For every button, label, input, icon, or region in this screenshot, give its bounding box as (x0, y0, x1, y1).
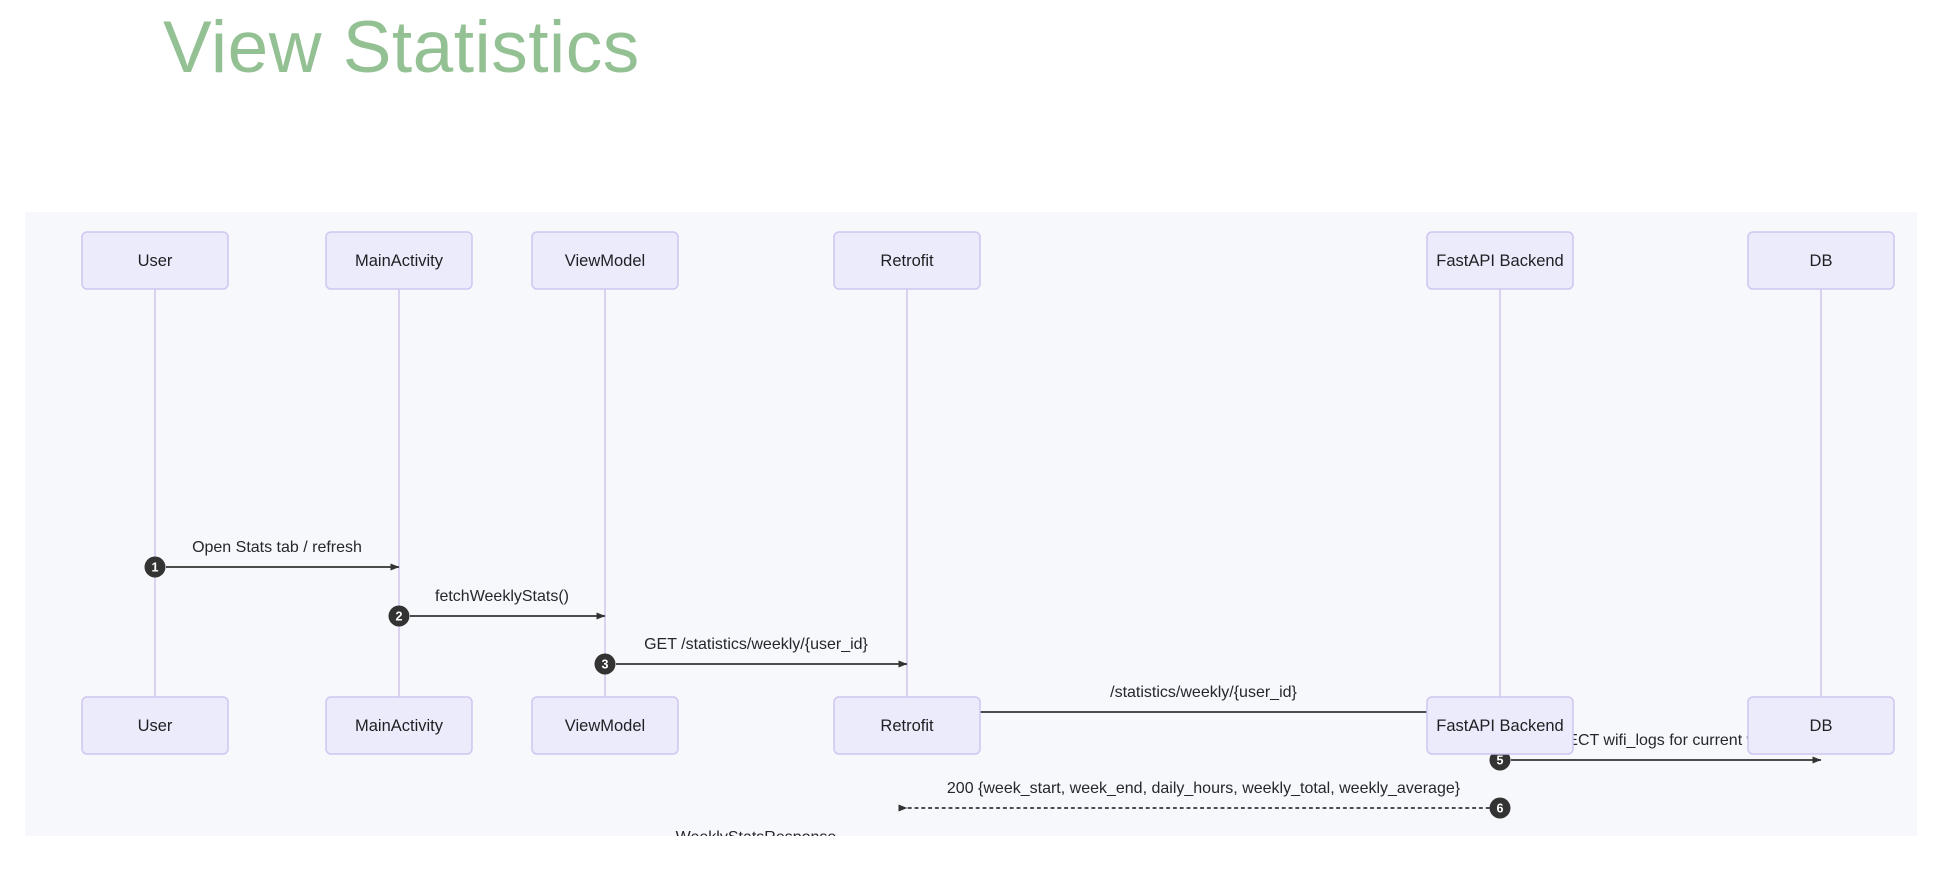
messages-group: Open Stats tab / refresh 1 fetchWeeklyStat… (144, 539, 1822, 836)
sequence-marker (1489, 797, 1511, 819)
participant-footer-boxes: User MainActivity ViewModel Retrofit FastAPI… (81, 696, 1895, 755)
sequence-diagram-svg: Open Stats tab / refresh 1 fetchWeeklyStat… (81, 231, 1895, 836)
message-label: WeeklyStatsResponse (676, 829, 837, 836)
participant-label: MainActivity (355, 717, 444, 735)
sequence-diagram: Open Stats tab / refresh 1 fetchWeeklyStat… (25, 212, 1917, 836)
participant-label: FastAPI Backend (1436, 252, 1563, 270)
participant-footer-db[interactable]: DB (1747, 696, 1895, 755)
message-1[interactable]: Open Stats tab / refresh 1 (144, 539, 400, 578)
participant-footer-activity[interactable]: MainActivity (325, 696, 473, 755)
participant-header-viewmodel[interactable]: ViewModel (531, 231, 679, 290)
participant-box[interactable] (325, 696, 473, 755)
sequence-number: 5 (1497, 754, 1504, 768)
participant-box[interactable] (1747, 231, 1895, 290)
page-title: View Statistics (163, 7, 640, 88)
participant-label: User (138, 252, 173, 270)
participant-label: ViewModel (565, 717, 645, 735)
sequence-marker (144, 556, 166, 578)
lifelines-group (154, 289, 1822, 697)
participant-label: FastAPI Backend (1436, 717, 1563, 735)
participant-box[interactable] (833, 696, 981, 755)
message-4[interactable]: /statistics/weekly/{user_id}4 (896, 684, 1501, 723)
participant-footer-viewmodel[interactable]: ViewModel (531, 696, 679, 755)
sequence-number: 6 (1497, 802, 1504, 816)
participant-box[interactable] (81, 231, 229, 290)
message-label: 200 {week_start, week_end, daily_hours, … (947, 780, 1461, 797)
participant-label: MainActivity (355, 252, 444, 270)
participant-footer-retrofit[interactable]: Retrofit (833, 696, 981, 755)
participant-header-backend[interactable]: FastAPI Backend (1426, 231, 1574, 290)
message-label: SELECT wifi_logs for current week (1537, 732, 1785, 749)
message-7[interactable]: WeeklyStatsResponse7 (605, 829, 918, 836)
participant-box[interactable] (325, 231, 473, 290)
participant-label: ViewModel (565, 252, 645, 270)
participant-header-retrofit[interactable]: Retrofit (833, 231, 981, 290)
participant-box[interactable] (531, 231, 679, 290)
participant-label: User (138, 717, 173, 735)
message-6[interactable]: 200 {week_start, week_end, daily_hours, … (898, 780, 1511, 819)
participant-footer-user[interactable]: User (81, 696, 229, 755)
participant-box[interactable] (833, 231, 981, 290)
participant-label: Retrofit (880, 717, 934, 735)
message-label: Open Stats tab / refresh (192, 539, 362, 556)
message-2[interactable]: fetchWeeklyStats() 2 (388, 588, 606, 627)
participant-header-user[interactable]: User (81, 231, 229, 290)
sequence-number: 2 (396, 610, 403, 624)
sequence-marker (594, 653, 616, 675)
participant-label: DB (1810, 252, 1833, 270)
message-label: /statistics/weekly/{user_id} (1110, 684, 1297, 701)
sequence-number: 3 (602, 658, 609, 672)
participant-label: DB (1810, 717, 1833, 735)
participant-header-boxes: User MainActivity ViewModel Retrofit FastAPI… (81, 231, 1895, 290)
message-label: fetchWeeklyStats() (435, 588, 569, 605)
participant-box[interactable] (1426, 696, 1574, 755)
participant-header-activity[interactable]: MainActivity (325, 231, 473, 290)
sequence-number: 1 (152, 561, 159, 575)
participant-box[interactable] (81, 696, 229, 755)
participant-label: Retrofit (880, 252, 934, 270)
participant-header-db[interactable]: DB (1747, 231, 1895, 290)
message-3[interactable]: GET /statistics/weekly/{user_id} 3 (594, 636, 908, 675)
message-label: GET /statistics/weekly/{user_id} (644, 636, 868, 653)
participant-box[interactable] (1747, 696, 1895, 755)
participant-box[interactable] (1426, 231, 1574, 290)
participant-box[interactable] (531, 696, 679, 755)
sequence-marker (388, 605, 410, 627)
participant-footer-backend[interactable]: FastAPI Backend (1426, 696, 1574, 755)
